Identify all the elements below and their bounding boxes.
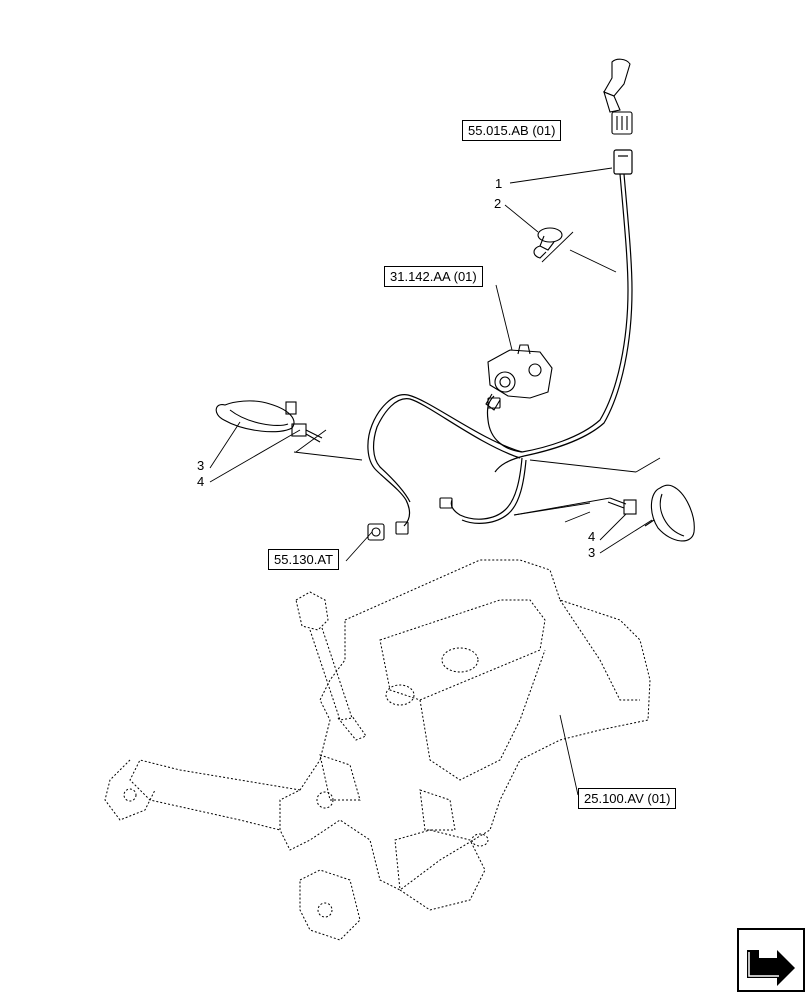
ref-31-142-aa: 31.142.AA (01)	[384, 266, 483, 287]
callout-4-right: 4	[588, 529, 596, 544]
harness-connectors	[367, 397, 501, 541]
callout-2: 2	[494, 196, 502, 211]
ref-55-130-at: 55.130.AT	[268, 549, 340, 570]
callout-1: 1	[495, 176, 503, 191]
lift-cylinder	[295, 591, 456, 831]
leader-lines	[209, 167, 661, 796]
front-axle-frame	[104, 559, 651, 941]
right-sensor	[607, 484, 695, 542]
sensor-assembly	[485, 344, 553, 411]
ref-55-015-ab: 55.015.AB (01)	[462, 120, 562, 141]
part-2-fastener	[533, 227, 563, 259]
ref-25-100-av: 25.100.AV (01)	[578, 788, 677, 809]
callout-4-left: 4	[197, 474, 205, 489]
callout-3-left: 3	[197, 458, 205, 473]
next-page-arrow-icon[interactable]	[737, 928, 805, 992]
callout-3-right: 3	[588, 545, 596, 560]
upper-connector	[603, 58, 633, 135]
left-sensor	[215, 400, 323, 443]
